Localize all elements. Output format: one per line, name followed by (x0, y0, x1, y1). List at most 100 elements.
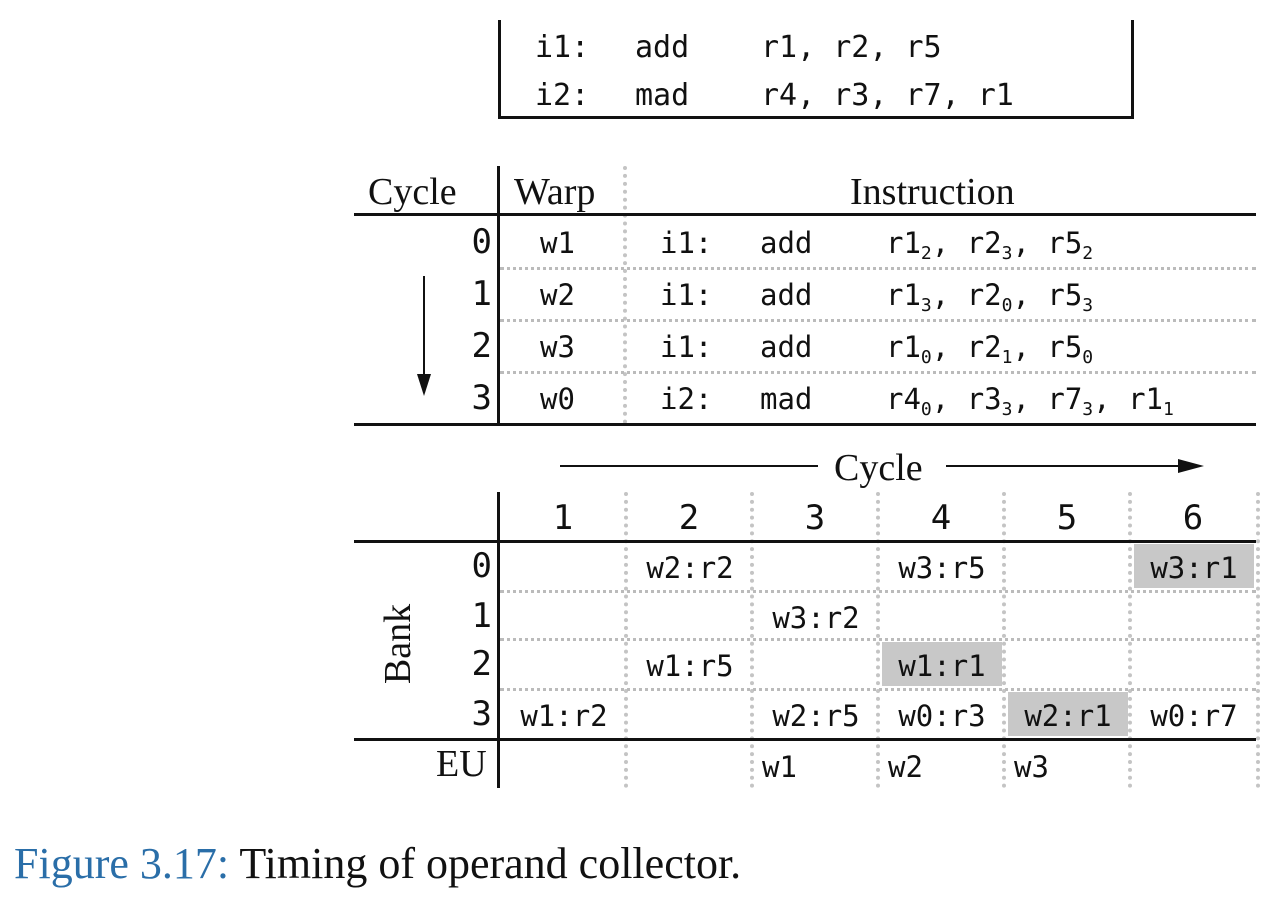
figure-number: Figure 3.17: (14, 839, 230, 888)
bank-subscript: 2 (920, 243, 932, 264)
column-separator (1256, 492, 1260, 788)
cycle-axis-label: Cycle (834, 447, 923, 489)
instruction-op: add (760, 278, 813, 312)
bank-subscript: 2 (1082, 243, 1094, 264)
instruction-op: mad (760, 382, 813, 416)
bank-access-cell: w3:r1 (1134, 544, 1254, 588)
instruction-operands: r12, r23, r52 (886, 226, 1094, 264)
bank-access-cell (1134, 642, 1254, 686)
row-separator (500, 688, 1256, 691)
code-op: mad (635, 78, 690, 113)
cycle-column-header: 5 (1056, 498, 1078, 538)
cycle-number: 2 (471, 326, 492, 366)
table1-bottom-rule (354, 423, 1256, 426)
bank-subscript: 3 (1082, 399, 1094, 420)
warp-id: w0 (540, 382, 575, 416)
bank-number: 1 (471, 596, 492, 636)
table1-dotted-divider (623, 166, 627, 424)
bank-subscript: 3 (1001, 243, 1013, 264)
bank-access-cell (756, 642, 876, 686)
code-label: i2: (535, 78, 590, 113)
instruction-operands: r40, r33, r73, r11 (886, 382, 1174, 420)
instruction-header: Instruction (850, 171, 1015, 213)
code-line-1: i1: add r1, r2, r5 (535, 30, 942, 205)
bank-access-cell: w1:r2 (520, 699, 608, 733)
bank-subscript: 3 (1001, 399, 1013, 420)
bank-subscript: 0 (920, 347, 932, 368)
bank-access-cell (1008, 594, 1128, 638)
bank-access-cell (1008, 544, 1128, 588)
bank-subscript: 3 (920, 295, 932, 316)
cycle-header: Cycle (368, 171, 457, 213)
cycle-number: 3 (471, 378, 492, 418)
bank-axis-label: Bank (377, 603, 419, 685)
warp-header: Warp (514, 171, 596, 213)
code-line-2: i2: mad r4, r3, r7, r1 (535, 78, 1014, 253)
table1-divider (497, 166, 500, 424)
bank-number: 3 (471, 694, 492, 734)
warp-id: w2 (540, 278, 575, 312)
bank-access-cell (1134, 594, 1254, 638)
cycle-axis-arrow-icon (560, 459, 1204, 473)
bank-access-cell: w1:r1 (882, 642, 1002, 686)
bank-access-cell: w2:r1 (1008, 692, 1128, 736)
bank-access-cell: w3:r5 (898, 551, 986, 585)
code-label: i1: (535, 30, 590, 65)
bank-subscript: 1 (1001, 347, 1013, 368)
bank-access-cell: w0:r3 (898, 699, 986, 733)
instruction-label: i1: (660, 330, 713, 364)
cycle-number: 0 (471, 222, 492, 262)
instruction-label: i2: (660, 382, 713, 416)
bank-access-cell: w1:r5 (646, 649, 734, 683)
bank-subscript: 0 (1082, 347, 1094, 368)
cycle-number: 1 (471, 274, 492, 314)
cycle-column-header: 1 (552, 498, 574, 538)
register-name: r5 (1047, 330, 1083, 364)
code-args: r4, r3, r7, r1 (761, 78, 1014, 113)
warp-id: w3 (540, 330, 575, 364)
instruction-label: i1: (660, 278, 713, 312)
bank-access-cell: w2:r2 (646, 551, 734, 585)
cycle-column-header: 4 (930, 498, 952, 538)
register-name: r1 (886, 278, 921, 312)
figure-caption: Figure 3.17: Timing of operand collector… (14, 838, 741, 889)
bank-access-cell (1008, 642, 1128, 686)
row-separator (500, 267, 1256, 270)
instruction-label: i1: (660, 226, 713, 260)
code-args: r1, r2, r5 (761, 30, 942, 65)
bank-subscript: 3 (1082, 295, 1094, 316)
bank-access-cell (630, 594, 750, 638)
instruction-operands: r13, r20, r53 (886, 278, 1094, 316)
eu-label: EU (436, 743, 487, 785)
register-name: r1 (886, 330, 921, 364)
caption-text: Timing of operand collector. (229, 839, 742, 888)
bank-access-cell (504, 544, 624, 588)
register-name: r1 (1128, 382, 1163, 416)
row-separator (500, 319, 1256, 322)
table1-top-rule (354, 213, 1256, 216)
register-name: r2 (966, 278, 1002, 312)
code-op: add (635, 30, 690, 65)
bank-number: 0 (471, 546, 492, 586)
instruction-op: add (760, 330, 813, 364)
warp-id: w1 (540, 226, 575, 260)
bank-access-cell (882, 594, 1002, 638)
bank-access-cell (504, 594, 624, 638)
register-name: r5 (1047, 278, 1083, 312)
bank-subscript: 0 (920, 399, 932, 420)
cycle-column-header: 6 (1182, 498, 1204, 538)
row-separator (500, 371, 1256, 374)
bank-access-cell: w3:r2 (772, 601, 860, 635)
table2-bottom-rule (354, 738, 1256, 741)
register-name: r4 (886, 382, 921, 416)
register-name: r1 (886, 226, 921, 260)
bank-access-cell (756, 544, 876, 588)
eu-cell: w3 (1014, 750, 1049, 784)
bank-access-cell (630, 692, 750, 736)
table2-divider (497, 492, 500, 788)
bank-access-cell: w0:r7 (1150, 699, 1238, 733)
register-name: r3 (966, 382, 1002, 416)
register-name: r7 (1047, 382, 1083, 416)
code-box: i1: add r1, r2, r5 i2: mad r4, r3, r7, r… (498, 20, 1134, 119)
instruction-op: add (760, 226, 813, 260)
